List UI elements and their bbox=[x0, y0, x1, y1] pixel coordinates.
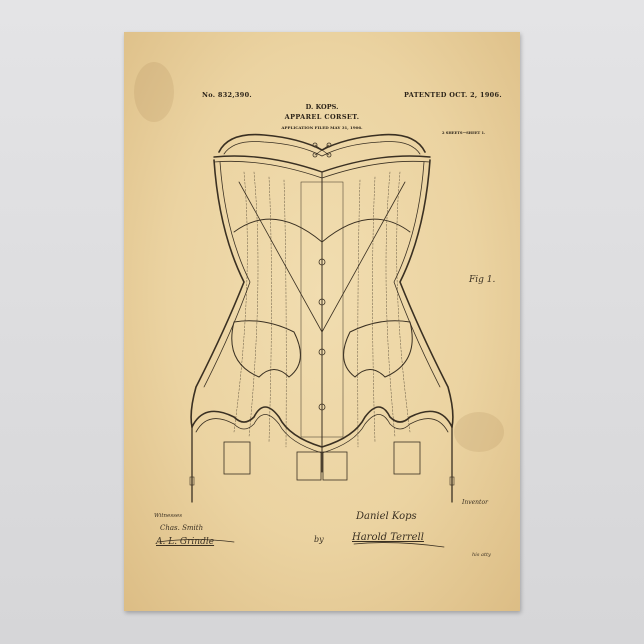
paper-stain bbox=[454, 412, 504, 452]
witness-signature-2: A. L. Grindle bbox=[156, 537, 215, 547]
patent-poster: No. 832,390. PATENTED OCT. 2, 1906. D. K… bbox=[124, 32, 520, 611]
patent-title: APPAREL CORSET. bbox=[284, 113, 360, 121]
attorney-signature: Harold Terrell bbox=[352, 532, 424, 543]
attorney-label: his atty bbox=[472, 552, 491, 558]
by-label: by bbox=[314, 535, 324, 544]
corset-drawing bbox=[157, 133, 455, 548]
application-filed: APPLICATION FILED MAY 31, 1906. bbox=[281, 125, 363, 130]
paper-stain bbox=[134, 62, 174, 122]
witness-signature-1: Chas. Smith bbox=[160, 524, 204, 532]
sheet-count: 2 SHEETS—SHEET 1. bbox=[442, 131, 486, 135]
patent-number: No. 832,390. bbox=[202, 91, 252, 99]
inventor-name-header: D. KOPS. bbox=[305, 103, 339, 111]
patent-date: PATENTED OCT. 2, 1906. bbox=[404, 91, 502, 99]
inventor-label: Inventor bbox=[462, 499, 488, 506]
figure-label: Fig 1. bbox=[469, 275, 496, 285]
inventor-signature: Daniel Kops bbox=[356, 511, 417, 522]
witnesses-label: Witnesses bbox=[154, 513, 183, 519]
